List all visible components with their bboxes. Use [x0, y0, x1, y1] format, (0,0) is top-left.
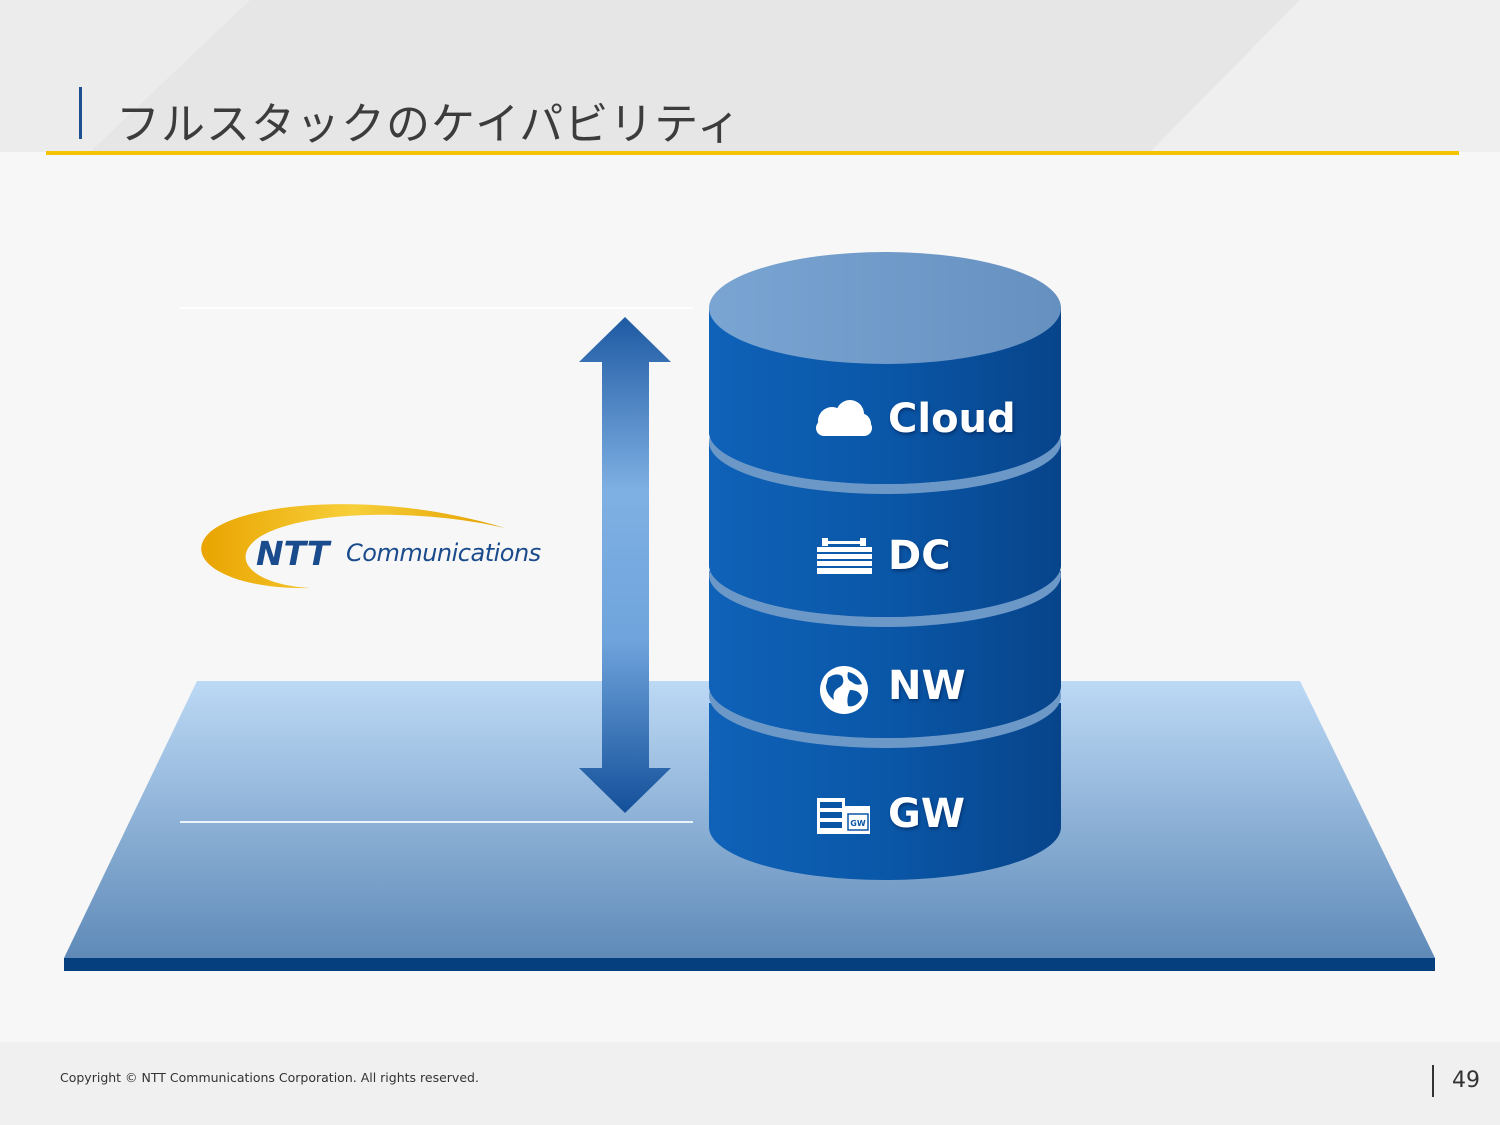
page-number-divider	[1432, 1065, 1434, 1097]
platform-edge	[64, 958, 1435, 971]
header-diagonal	[90, 0, 1500, 152]
title-accent-bar	[79, 87, 82, 139]
globe-icon	[820, 666, 868, 714]
cylinder-top-cap	[709, 252, 1061, 364]
double-arrow	[579, 317, 671, 813]
footer-band	[0, 1042, 1500, 1125]
copyright-notice: Copyright © NTT Communications Corporati…	[60, 1070, 479, 1085]
logo-brand-name: Communications	[346, 539, 541, 567]
layer-label-nw: NW	[888, 663, 966, 709]
page-number: 49	[1452, 1068, 1480, 1093]
cloud-icon	[816, 400, 872, 436]
layer-label-gw: GW	[888, 791, 965, 837]
logo-brand-mark: NTT	[256, 534, 330, 573]
layer-label-cloud: Cloud	[888, 396, 1016, 442]
cylinder-stack	[709, 252, 1061, 880]
ntt-logo-swoosh	[201, 504, 505, 589]
header-diagonal-light	[1150, 0, 1500, 152]
title-underline	[46, 151, 1459, 155]
svg-text:GW: GW	[850, 819, 866, 828]
datacenter-icon	[817, 538, 872, 574]
layer-label-dc: DC	[888, 533, 951, 579]
cylinder-segment-gw	[709, 703, 1061, 880]
gateway-icon: GW	[817, 798, 870, 834]
page-title: フルスタックのケイパビリティ	[116, 99, 742, 150]
